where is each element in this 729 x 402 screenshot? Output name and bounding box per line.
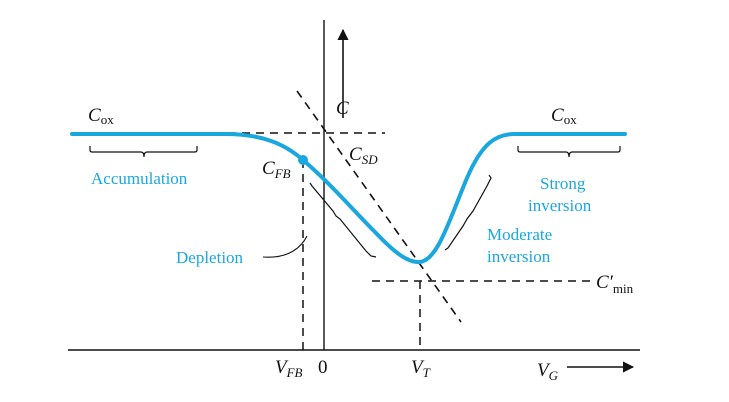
- cmin-label: C′min: [596, 272, 634, 296]
- moderate-inversion-label-line1: Moderate: [487, 225, 552, 244]
- vt-label: VT: [411, 357, 431, 380]
- c-axis-label: C: [336, 98, 349, 119]
- cv-curve: [70, 132, 627, 265]
- strong-inversion-label-line2: inversion: [528, 196, 592, 215]
- depletion-pointer: [262, 235, 308, 258]
- csd-label: CSD: [349, 144, 378, 167]
- strong-inversion-brace: [517, 146, 621, 158]
- vg-label: VG: [537, 360, 559, 383]
- csd-dashed-line: [296, 90, 462, 323]
- vfb-label: VFB: [275, 357, 303, 380]
- moderate-inversion-brace: [444, 174, 492, 251]
- accumulation-brace: [89, 146, 198, 158]
- cox-right-label: Cox: [551, 105, 577, 127]
- moderate-inversion-label-line2: inversion: [487, 247, 551, 266]
- zero-label: 0: [318, 357, 328, 378]
- cfb-label: CFB: [262, 158, 291, 181]
- depletion-brace: [309, 182, 377, 258]
- depletion-label: Depletion: [176, 248, 244, 267]
- accumulation-label: Accumulation: [91, 169, 188, 188]
- strong-inversion-label-line1: Strong: [540, 174, 586, 193]
- cox-left-label: Cox: [88, 105, 114, 127]
- flat-band-point: [298, 155, 308, 165]
